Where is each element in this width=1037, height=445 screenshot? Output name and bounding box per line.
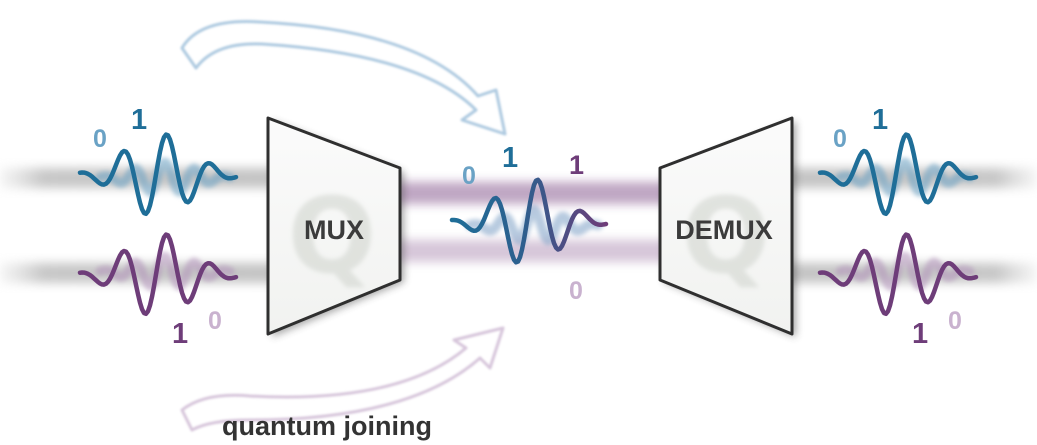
caption-quantum-joining: quantum joining [222, 411, 432, 441]
output-bottom-label-1: 1 [912, 318, 928, 350]
input-wave-bottom [77, 232, 239, 317]
output-wave-bottom [817, 232, 979, 317]
channel-label-0-top: 0 [462, 162, 476, 190]
output-top-label-0: 0 [833, 125, 847, 153]
input-top-label-1: 1 [131, 104, 147, 136]
mux-q-symbol: Q [288, 175, 376, 297]
input-wave-top [77, 132, 239, 217]
input-bottom-label-0: 0 [208, 307, 222, 335]
channel-label-0-bottom: 0 [569, 277, 583, 305]
demux-label: DEMUX [675, 215, 773, 245]
demux-box: Q DEMUX [658, 116, 796, 337]
channel-label-1-purple: 1 [569, 150, 584, 180]
channel-label-1-top: 1 [502, 142, 518, 174]
input-top-label-0: 0 [93, 125, 107, 153]
output-wave-top [817, 132, 979, 217]
bottom-curved-arrow [180, 326, 505, 432]
input-bottom-label-1: 1 [172, 318, 188, 350]
channel-wave [449, 177, 609, 265]
output-top-label-1: 1 [872, 104, 888, 136]
joined-channel [395, 182, 675, 262]
output-bottom-label-0: 0 [948, 307, 962, 335]
demux-q-symbol: Q [682, 175, 770, 297]
mux-label: MUX [304, 215, 364, 245]
top-curved-arrow [180, 20, 507, 136]
mux-box: Q MUX [266, 116, 404, 337]
